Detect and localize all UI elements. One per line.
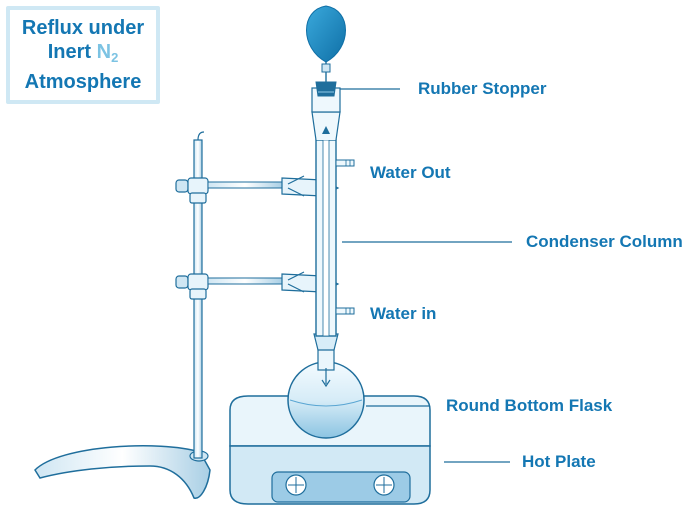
water-out-port (335, 159, 355, 167)
stand-base (34, 445, 211, 499)
lower-clamp (175, 271, 340, 300)
round-bottom-flask (287, 333, 365, 439)
title-box: Reflux under Inert N2 Atmosphere (6, 6, 160, 104)
leader-lines (340, 88, 512, 463)
title-line-3: Atmosphere (24, 71, 142, 93)
nitrogen-balloon (306, 5, 346, 82)
n2-formula: N2 (96, 41, 119, 65)
hot-plate-knob-right (373, 474, 395, 496)
title-line-2: Inert N2 (47, 41, 119, 65)
upper-clamp (175, 175, 340, 204)
rubber-stopper (315, 81, 337, 97)
hot-plate (229, 395, 431, 505)
label-water-out: Water Out (370, 163, 451, 182)
hot-plate-knob-left (285, 474, 307, 496)
label-hot-plate: Hot Plate (522, 452, 596, 471)
title-line-1: Reflux under (21, 17, 145, 39)
label-round-bottom-flask: Round Bottom Flask (446, 396, 613, 415)
label-water-in: Water in (370, 304, 437, 323)
condenser-column (311, 87, 355, 337)
water-in-port (335, 307, 355, 315)
label-rubber-stopper: Rubber Stopper (418, 79, 547, 98)
label-condenser-column: Condenser Column (526, 232, 683, 251)
